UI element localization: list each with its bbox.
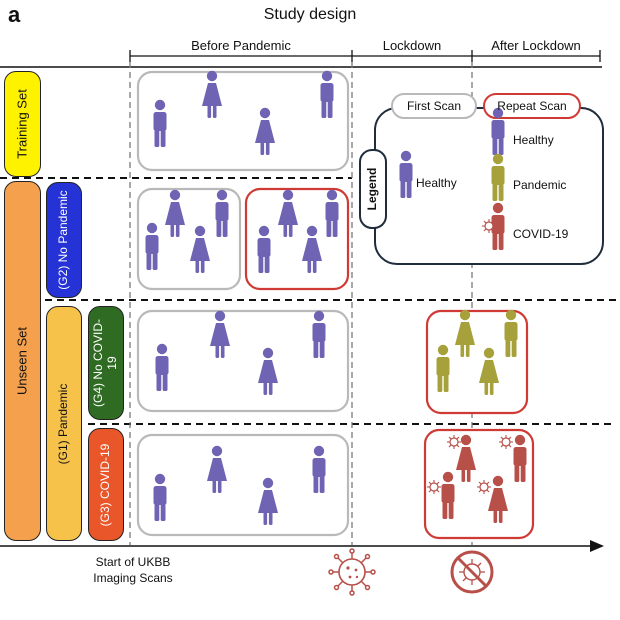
timeline-start-label: Start of UKBB Imaging Scans (68, 554, 198, 586)
training-set-label: Training Set (14, 89, 30, 159)
unseen-set-label: Unseen Set (14, 327, 30, 395)
legend-repeat-scan-label: Repeat Scan (497, 99, 567, 113)
panel-label: a (8, 2, 21, 27)
legend-healthy-label: Healthy (513, 133, 554, 147)
g2-repeat-scan-box (244, 187, 350, 291)
g1-bar: (G1) Pandemic (46, 306, 82, 541)
legend-covid-label: COVID-19 (513, 227, 569, 241)
training-set-bar: Training Set (4, 71, 41, 177)
unseen-set-bar: Unseen Set (4, 181, 41, 541)
g3-label-text: (G3) COVID-19 (98, 443, 113, 526)
timeline-arrow (0, 540, 604, 552)
virus-icon (476, 479, 492, 495)
g4-repeat-scan-box (425, 309, 529, 415)
g3-first-scan-box (136, 433, 350, 537)
g4-label: (G4) No COVID-19 (91, 313, 120, 413)
scan-boxes (136, 70, 535, 540)
figure-title: Study design (263, 6, 357, 23)
legend-healthy-left-label: Healthy (416, 176, 457, 190)
virus-icon (481, 218, 497, 234)
g4-bar: (G4) No COVID-19 (88, 306, 124, 420)
phase-brackets (129, 50, 601, 62)
timeline-start-label-line1: Start of UKBB (95, 555, 171, 569)
legend-box (359, 93, 604, 265)
virus-icon (328, 548, 376, 596)
g2-label-text: (G2) No Pandemic (56, 190, 71, 290)
legend-title: Legend (360, 150, 386, 228)
g3-repeat-scan-box (423, 428, 535, 540)
timeline-start-label-line2: Imaging Scans (93, 571, 173, 585)
g3-label: (G3) COVID-19 (98, 435, 113, 535)
virus-icon (498, 434, 514, 450)
training-first-scan-box (136, 70, 350, 172)
virus-icon (426, 479, 442, 495)
legend-first-scan-label: First Scan (406, 99, 461, 113)
g3-bar: (G3) COVID-19 (88, 428, 124, 541)
no-virus-icon (450, 550, 494, 594)
g2-first-scan-box (136, 187, 242, 291)
legend-title-text: Legend (365, 167, 380, 211)
g1-label: (G1) Pandemic (56, 383, 71, 464)
phase-lockdown: Lockdown (382, 38, 442, 53)
legend-pandemic-label: Pandemic (513, 178, 567, 192)
g2-label: (G2) No Pandemic (56, 190, 71, 290)
g2-bar: (G2) No Pandemic (46, 182, 82, 298)
phase-before-pandemic: Before Pandemic (191, 38, 291, 53)
g4-label-text: (G4) No COVID-19 (91, 319, 119, 408)
phase-after-lockdown: After Lockdown (491, 38, 581, 53)
g4-first-scan-box (136, 309, 350, 413)
virus-icon (446, 434, 462, 450)
